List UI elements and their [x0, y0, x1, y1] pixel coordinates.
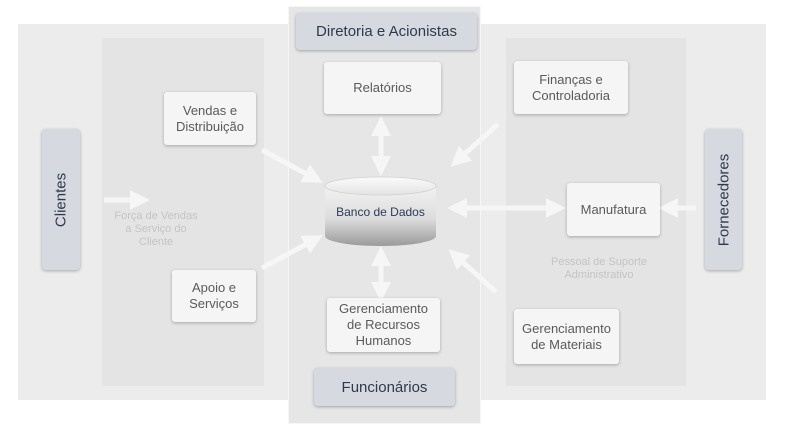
database-icon [324, 176, 437, 246]
board-shareholders-header: Diretoria e Acionistas [296, 13, 477, 50]
suppliers-label: Fornecedores [715, 153, 732, 246]
arrow-finance-db [450, 122, 500, 167]
arrow-materials-db [448, 249, 498, 294]
admin-staff-note: Pessoal de Suporte Administrativo [550, 256, 647, 281]
sales-force-note: Força de Vendas a Serviço do Cliente [114, 210, 198, 248]
manufacturing-box: Manufatura [567, 183, 660, 236]
clients-label: Clientes [52, 172, 70, 227]
arrow-sales-db [260, 147, 323, 183]
arrow-support-db [260, 235, 323, 271]
clients-side-bar: Clientes [42, 129, 80, 270]
employees-header: Funcionários [314, 368, 455, 406]
reports-box: Relatórios [324, 62, 441, 114]
suppliers-side-bar: Fornecedores [705, 129, 742, 270]
database-label: Banco de Dados [336, 205, 425, 219]
